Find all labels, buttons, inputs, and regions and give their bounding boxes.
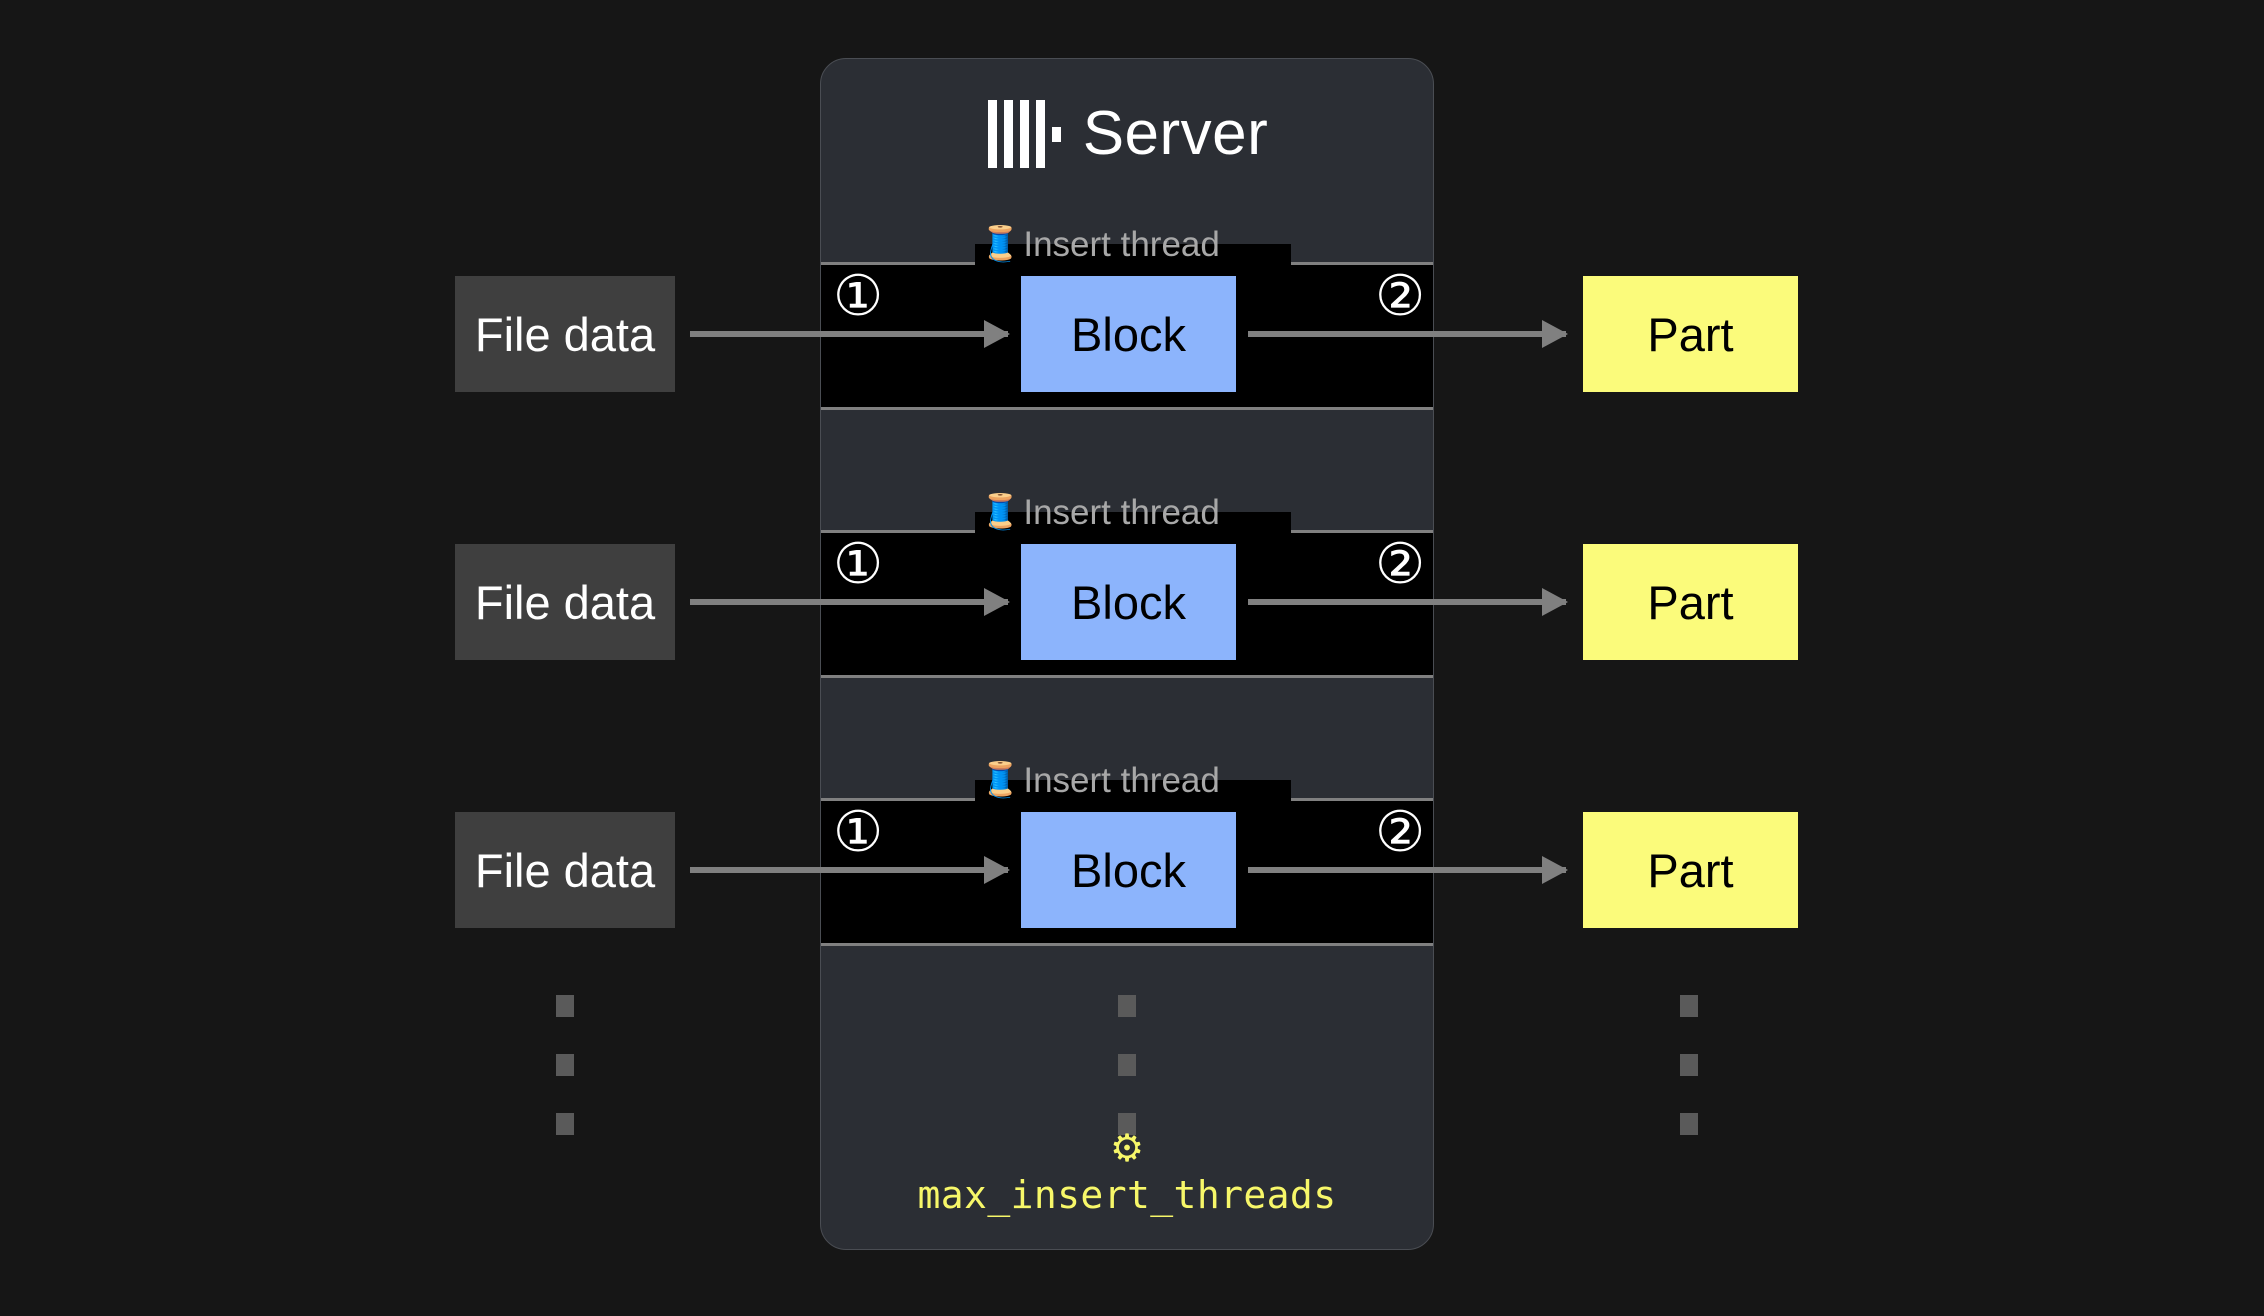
- file-data-box: File data: [455, 812, 675, 928]
- step-number-1: ①: [833, 264, 884, 327]
- file-data-box: File data: [455, 276, 675, 392]
- step-number-2: ②: [1375, 264, 1426, 327]
- part-box: Part: [1583, 812, 1798, 928]
- block-box: Block: [1021, 812, 1236, 928]
- thread-spool-icon: 🧵: [979, 225, 1022, 263]
- vertical-ellipsis-icon: [1680, 995, 1698, 1135]
- arrow-block-to-part: [1248, 588, 1568, 616]
- step-number-1: ①: [833, 532, 884, 595]
- vertical-ellipsis-icon: [556, 995, 574, 1135]
- part-box: Part: [1583, 544, 1798, 660]
- arrow-file-to-block: [690, 320, 1010, 348]
- setting-name: max_insert_threads: [917, 1173, 1337, 1217]
- step-number-2: ②: [1375, 800, 1426, 863]
- file-data-box: File data: [455, 544, 675, 660]
- part-box: Part: [1583, 276, 1798, 392]
- server-header: Server: [821, 59, 1435, 209]
- insert-thread-label-text: Insert thread: [1023, 224, 1220, 264]
- insert-thread-label: 🧵 Insert thread: [975, 492, 1224, 532]
- step-number-2: ②: [1375, 532, 1426, 595]
- server-title: Server: [1082, 99, 1269, 168]
- arrow-block-to-part: [1248, 856, 1568, 884]
- arrow-file-to-block: [690, 856, 1010, 884]
- block-box: Block: [1021, 544, 1236, 660]
- insert-thread-label-text: Insert thread: [1023, 492, 1220, 532]
- insert-thread-label: 🧵 Insert thread: [975, 760, 1224, 800]
- vertical-ellipsis-icon: [1118, 995, 1136, 1135]
- thread-spool-icon: 🧵: [979, 493, 1022, 531]
- gear-icon: ⚙: [1109, 1128, 1145, 1170]
- block-box: Block: [1021, 276, 1236, 392]
- label-backdrop: [975, 780, 1291, 802]
- insert-thread-label: 🧵 Insert thread: [975, 224, 1224, 264]
- setting-annotation: ⚙ max_insert_threads: [821, 1130, 1433, 1214]
- label-backdrop: [975, 244, 1291, 266]
- label-backdrop: [975, 512, 1291, 534]
- arrow-file-to-block: [690, 588, 1010, 616]
- thread-spool-icon: 🧵: [979, 761, 1022, 799]
- insert-thread-label-text: Insert thread: [1023, 760, 1220, 800]
- step-number-1: ①: [833, 800, 884, 863]
- clickhouse-logo-icon: [987, 100, 1061, 168]
- arrow-block-to-part: [1248, 320, 1568, 348]
